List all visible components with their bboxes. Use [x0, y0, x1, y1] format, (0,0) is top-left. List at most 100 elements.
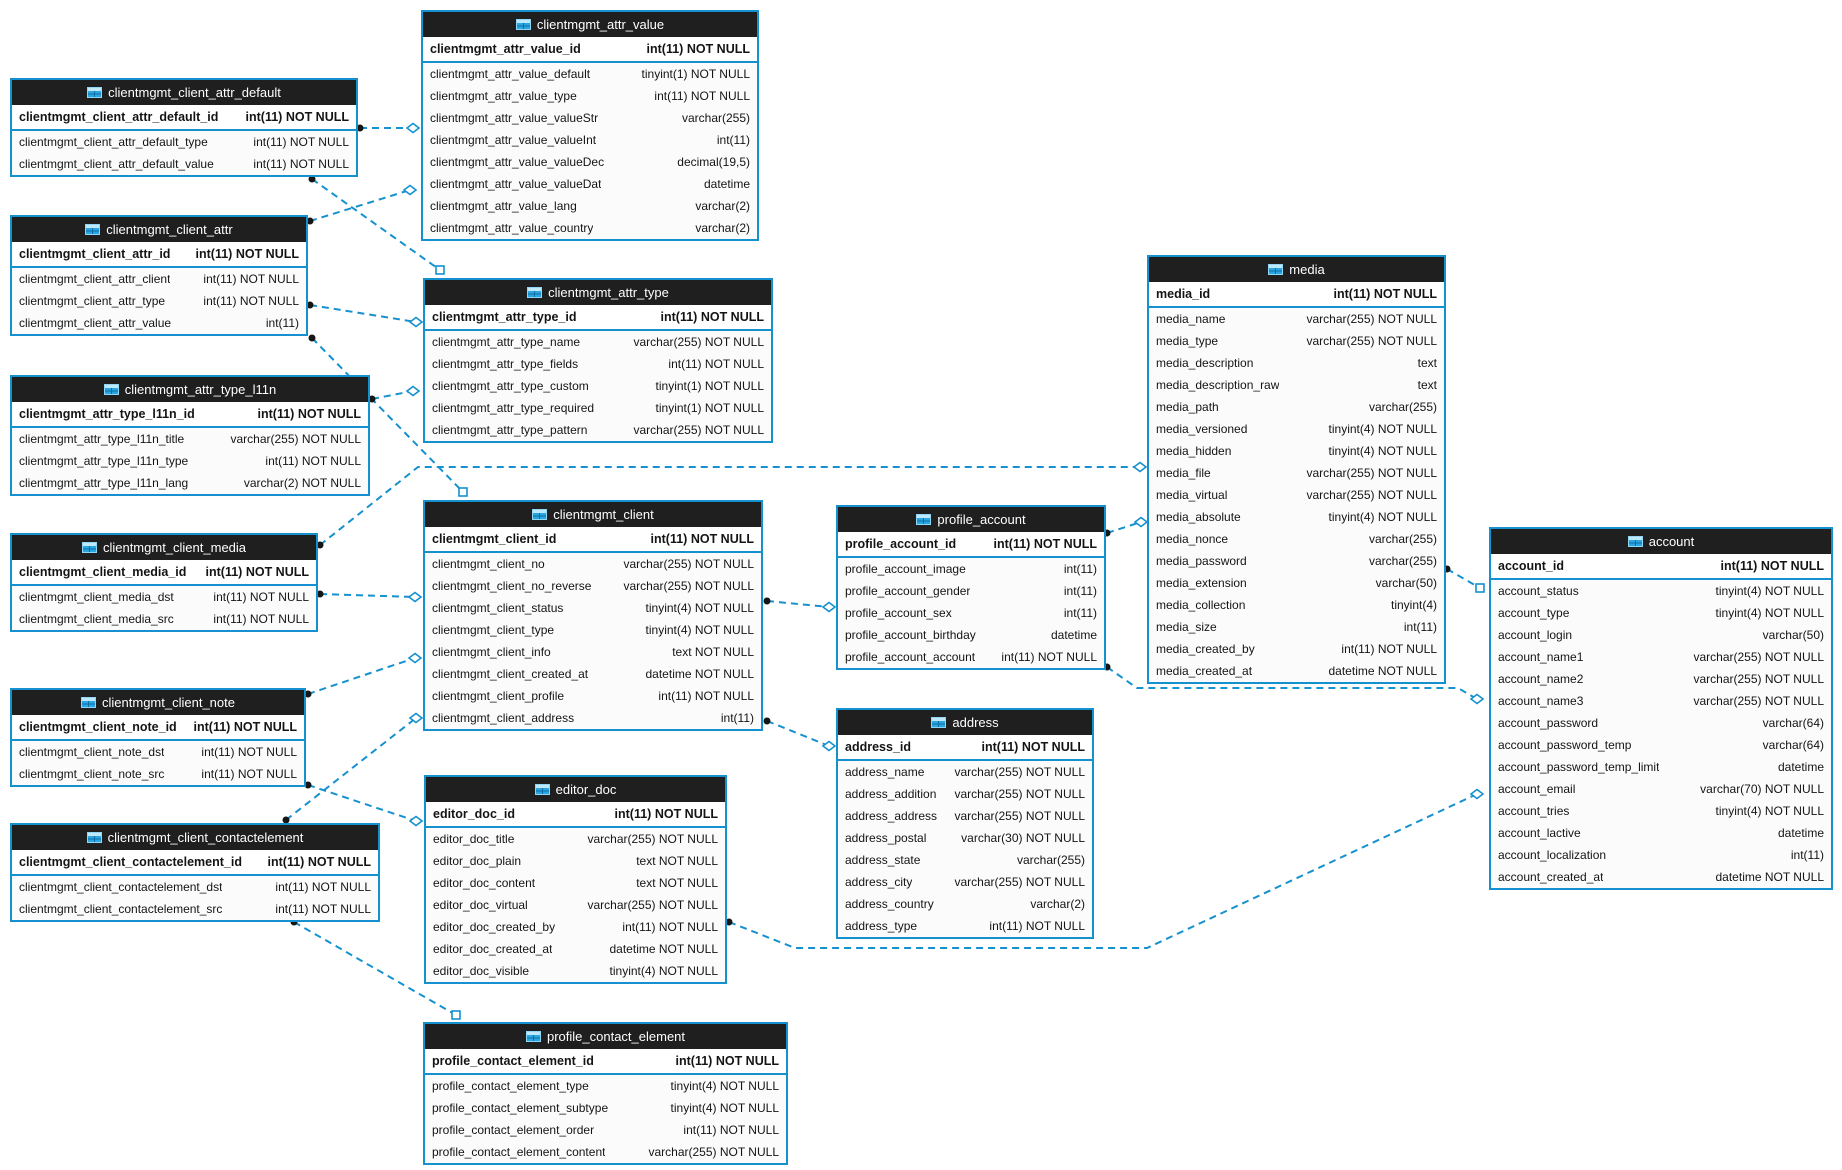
relationship-line[interactable]	[311, 178, 441, 271]
relationship-clientmgmt_client-to-address[interactable]	[763, 717, 837, 752]
table-header[interactable]: account	[1491, 529, 1831, 554]
table-clientmgmt_client_attr_default[interactable]: clientmgmt_client_attr_default clientmgmt…	[10, 78, 358, 177]
relationship-line[interactable]	[1106, 521, 1142, 534]
relationship-line[interactable]	[319, 593, 416, 598]
relationship-clientmgmt_client_attr_default-to-clientmgmt_attr_type[interactable]	[308, 175, 445, 275]
relationship-line[interactable]	[766, 600, 830, 608]
table-header[interactable]: clientmgmt_client_contactelement	[12, 825, 378, 850]
relationship-line[interactable]	[307, 784, 417, 822]
relationship-line[interactable]	[307, 657, 416, 695]
table-header[interactable]: clientmgmt_attr_value	[423, 12, 757, 37]
relationship-media-to-account[interactable]	[1443, 565, 1485, 593]
relationship-line[interactable]	[309, 189, 411, 222]
relationship-clientmgmt_client_contactelement-to-clientmgmt_client[interactable]	[282, 712, 424, 824]
relationship-profile_account-to-media[interactable]	[1103, 516, 1149, 537]
table-header[interactable]: media	[1149, 257, 1444, 282]
table-header[interactable]: clientmgmt_client_media	[12, 535, 316, 560]
table-header[interactable]: editor_doc	[426, 777, 725, 802]
relationship-line[interactable]	[1446, 568, 1481, 589]
relationship-clientmgmt_client_attr-to-clientmgmt_attr_value[interactable]	[306, 184, 418, 225]
relationship-clientmgmt_attr_type_l11n-to-clientmgmt_attr_type[interactable]	[368, 385, 421, 403]
table-header[interactable]: clientmgmt_client_attr	[12, 217, 306, 242]
relationship-clientmgmt_client_note-to-editor_doc[interactable]	[304, 781, 424, 827]
relationship-line[interactable]	[1106, 666, 1478, 700]
relationship-clientmgmt_client_media-to-media[interactable]	[316, 461, 1148, 549]
relationship-editor_doc-to-account[interactable]	[725, 788, 1485, 949]
relationship-clientmgmt_client_attr_default-to-clientmgmt_attr_value[interactable]	[356, 122, 421, 134]
table-header[interactable]: clientmgmt_client_attr_default	[12, 80, 356, 105]
relationship-line[interactable]	[285, 717, 417, 821]
relationship-clientmgmt_client_attr-to-clientmgmt_client[interactable]	[308, 334, 468, 497]
